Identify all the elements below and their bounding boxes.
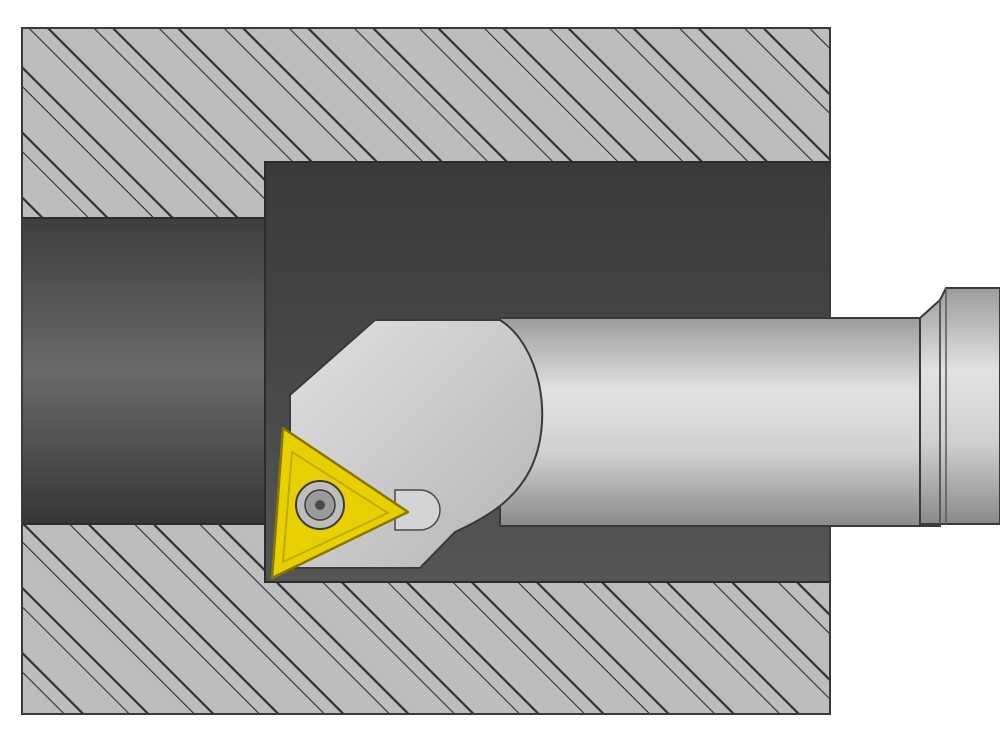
clamp-screw-icon [295,480,345,530]
boring-bar-shank [499,287,1000,527]
shank-body [499,317,941,527]
shank-collar [919,287,1000,525]
insert-pocket [394,489,441,531]
workpiece-bottom-right [265,582,830,714]
workpiece-top-right [265,28,830,162]
